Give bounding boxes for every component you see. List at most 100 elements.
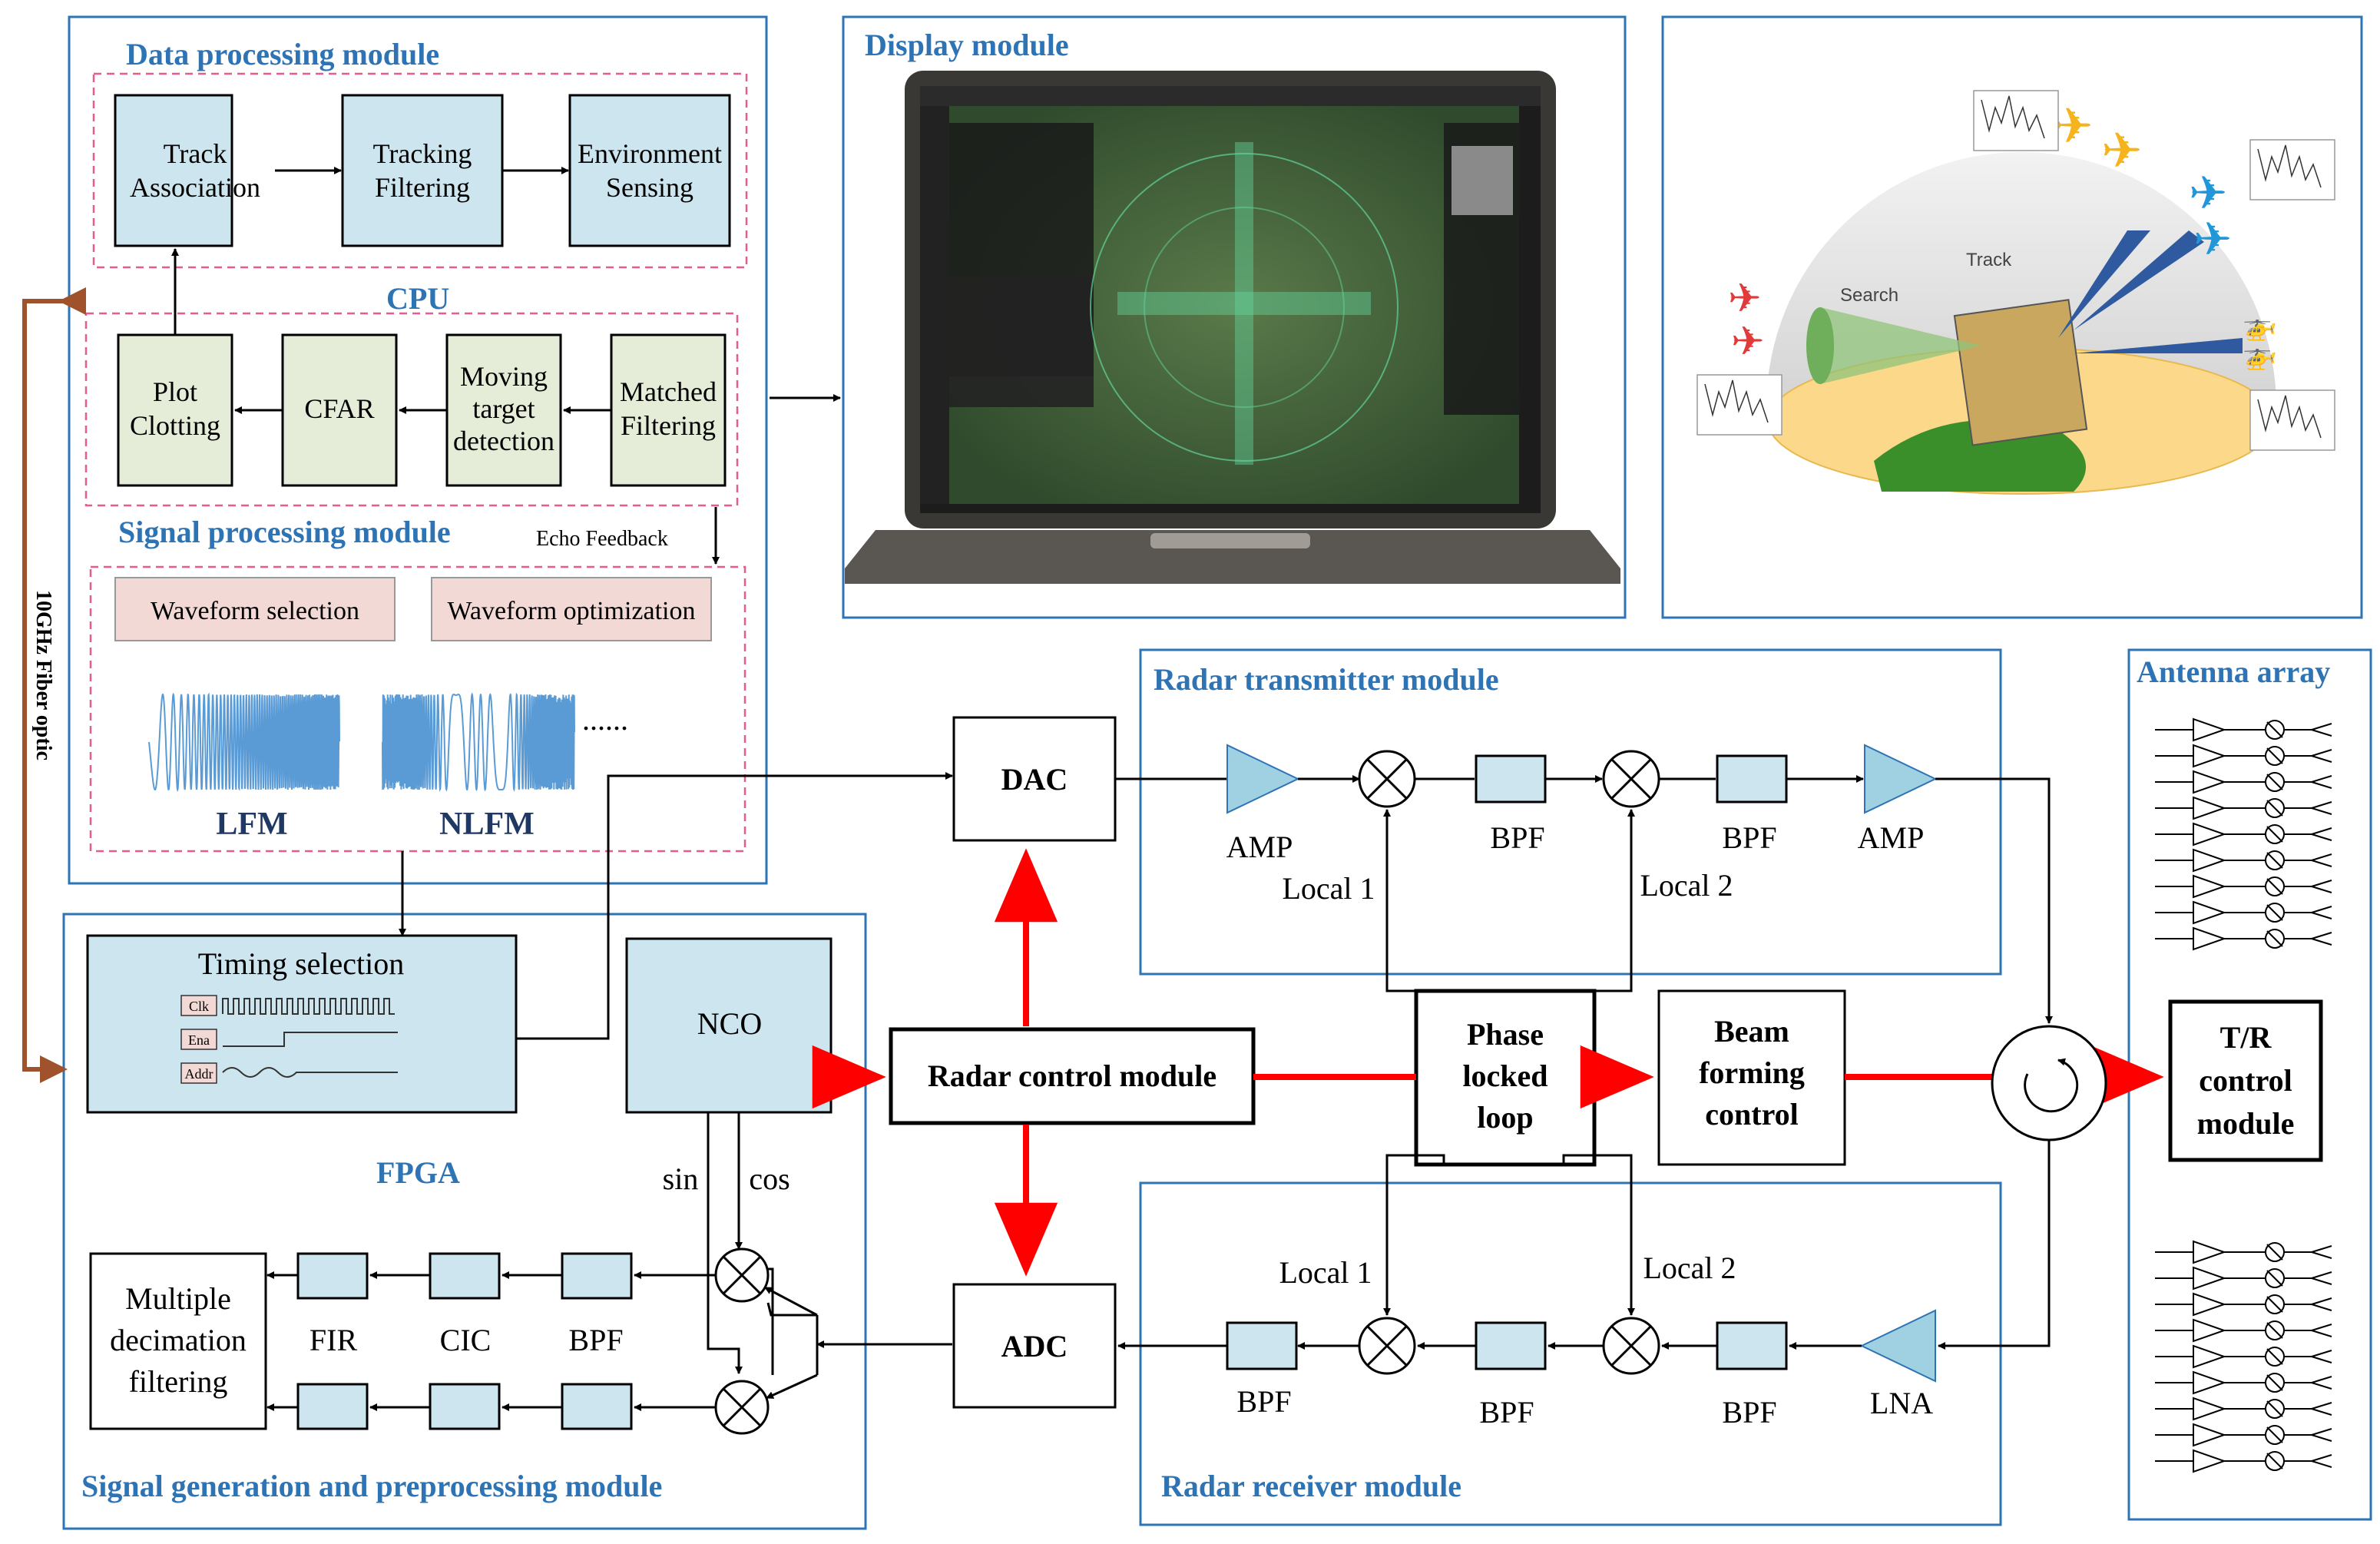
tx-local1-label: Local 1 — [1282, 871, 1375, 906]
rx-bpf3-label: BPF — [1722, 1395, 1776, 1430]
cfar-box: CFAR — [281, 333, 398, 487]
laptop-illustration — [845, 71, 1620, 584]
waveform-ellipsis: ...... — [582, 702, 628, 737]
beam-forming-control-box: Beam forming control — [1657, 989, 1846, 1166]
svg-text:loop: loop — [1477, 1100, 1533, 1135]
svg-text:detection: detection — [453, 426, 554, 456]
matched-filtering-box: Matched Filtering — [610, 333, 727, 487]
dac-box: DAC — [952, 716, 1117, 842]
svg-text:Filtering: Filtering — [621, 410, 716, 441]
radar-control-module-box: Radar control module — [889, 1027, 1256, 1125]
tr-control-module-box: T/R control module — [2168, 999, 2323, 1162]
airplane-icon: ✈ — [1731, 320, 1765, 364]
environment-sensing-box: Environment Sensing — [568, 94, 731, 247]
fpga-title: FPGA — [376, 1155, 460, 1190]
airplane-icon: ✈ — [2189, 168, 2227, 219]
data-processing-dashed-frame — [92, 72, 748, 269]
svg-text:Waveform selection: Waveform selection — [151, 597, 359, 625]
antenna-array-title: Antenna array — [2137, 654, 2330, 689]
tx-amp2-label: AMP — [1858, 820, 1925, 855]
svg-text:Plot: Plot — [153, 376, 197, 407]
antenna-element — [2155, 717, 2332, 742]
cic-q-box — [429, 1383, 501, 1430]
svg-text:Clotting: Clotting — [130, 410, 220, 441]
rx-bpf2-label: BPF — [1479, 1395, 1534, 1430]
antenna-element — [2155, 1292, 2332, 1317]
cpu-title: CPU — [386, 281, 449, 316]
antenna-element — [2155, 822, 2332, 847]
antenna-element — [2155, 796, 2332, 820]
svg-text:Clk: Clk — [189, 999, 209, 1014]
bpf-i-box — [561, 1252, 633, 1300]
antenna-element — [2155, 848, 2332, 873]
antenna-element — [2155, 1344, 2332, 1369]
tx-amp-1 — [1226, 744, 1300, 814]
antenna-element — [2155, 744, 2332, 768]
antenna-element — [2155, 1240, 2332, 1264]
tx-mixer-2 — [1602, 750, 1660, 808]
echo-plot-thumbnails — [1696, 90, 2335, 451]
transmitter-module-frame — [1139, 648, 2002, 976]
svg-text:Environment: Environment — [578, 138, 722, 169]
tx-bpf-2 — [1716, 754, 1788, 803]
lfm-label: LFM — [216, 807, 287, 842]
rx-bpf-2 — [1475, 1321, 1547, 1370]
antenna-element — [2155, 1318, 2332, 1343]
svg-text:locked: locked — [1462, 1059, 1547, 1093]
svg-text:Association: Association — [130, 172, 260, 203]
svg-text:control: control — [2199, 1063, 2292, 1098]
antenna-element — [2155, 874, 2332, 899]
airplane-icon: ✈ — [1728, 277, 1762, 321]
svg-text:Filtering: Filtering — [375, 172, 470, 203]
nlfm-label: NLFM — [439, 807, 535, 842]
cic-label: CIC — [440, 1323, 492, 1357]
svg-text:forming: forming — [1699, 1055, 1805, 1090]
svg-text:Matched: Matched — [620, 376, 717, 407]
fiber-optic-link — [22, 287, 86, 1083]
cic-i-box — [429, 1252, 501, 1300]
tx-bpf1-label: BPF — [1490, 820, 1544, 855]
fir-i-box — [296, 1252, 369, 1300]
airplane-icon: ✈ — [2052, 99, 2094, 154]
nco-box: NCO — [625, 937, 833, 1114]
antenna-element — [2155, 1266, 2332, 1291]
svg-text:Tracking: Tracking — [373, 138, 472, 169]
track-beam-label: Track — [1966, 250, 2012, 270]
tx-mixer-1 — [1358, 750, 1416, 808]
rx-bpf-1 — [1226, 1321, 1298, 1370]
svg-text:decimation: decimation — [110, 1323, 247, 1357]
svg-text:T/R: T/R — [2220, 1020, 2272, 1055]
svg-text:Track: Track — [164, 138, 227, 169]
svg-text:control: control — [1705, 1097, 1798, 1131]
rx-lna — [1859, 1309, 1936, 1383]
moving-target-detection-box: Moving target detection — [445, 333, 562, 487]
svg-text:Radar control module: Radar control module — [928, 1059, 1216, 1093]
plot-clotting-box: Plot Clotting — [117, 333, 233, 487]
bpf-q-box — [561, 1383, 633, 1430]
airplane-icon: ✈ — [2193, 214, 2232, 265]
search-beam-label: Search — [1840, 285, 1898, 306]
rx-lna-label: LNA — [1870, 1386, 1933, 1420]
track-association-box: Track Association — [114, 94, 260, 247]
sig-gen-title: Signal generation and preprocessing modu… — [81, 1469, 662, 1503]
sin-label: sin — [663, 1161, 699, 1196]
svg-text:Timing selection: Timing selection — [198, 946, 405, 981]
echo-feedback-label: Echo Feedback — [536, 527, 668, 551]
signal-processing-dashed-frame — [89, 565, 746, 853]
svg-text:Waveform optimization: Waveform optimization — [448, 597, 696, 625]
antenna-element — [2155, 926, 2332, 951]
rx-mixer-1 — [1358, 1317, 1416, 1375]
antenna-element — [2155, 1397, 2332, 1421]
cpu-dashed-frame — [84, 312, 739, 507]
circulator — [1991, 1025, 2107, 1141]
rx-local1-label: Local 1 — [1279, 1255, 1372, 1290]
sig-gen-module-frame — [62, 913, 867, 1530]
svg-text:CFAR: CFAR — [304, 393, 374, 424]
waveform-selection-box: Waveform selection — [114, 577, 396, 641]
bpf-filter-label: BPF — [568, 1323, 623, 1357]
antenna-elements — [2155, 717, 2332, 1473]
antenna-element — [2155, 1423, 2332, 1447]
helicopter-icon: 🚁 — [2243, 310, 2277, 341]
antenna-element — [2155, 1449, 2332, 1473]
